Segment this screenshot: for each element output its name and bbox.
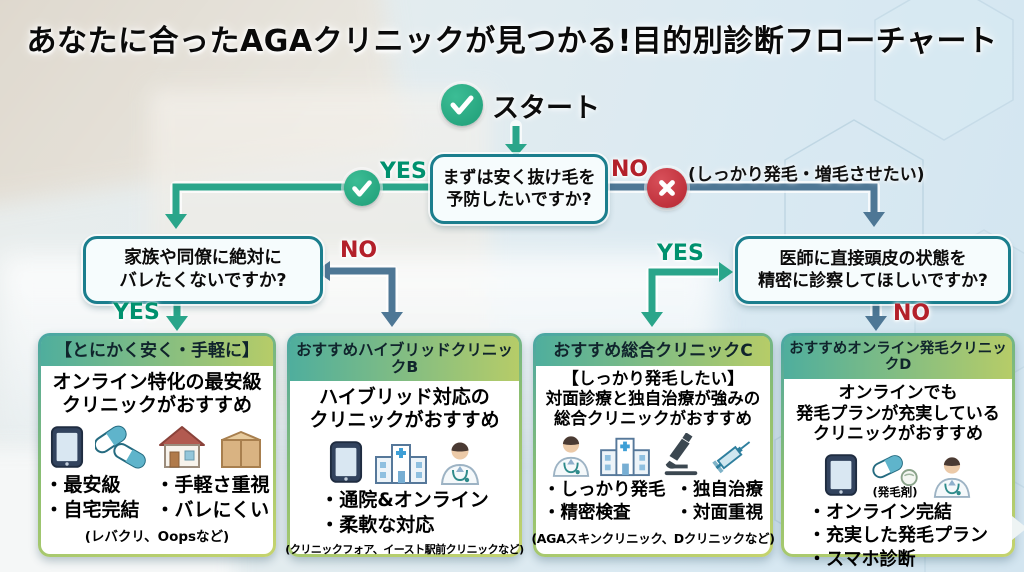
- start-node: スタート: [441, 84, 600, 126]
- no-x-icon: [647, 168, 687, 208]
- card-a-bullets: ・最安級 ・自宅完結 ・手軽さ重視 ・バレにくい: [44, 473, 269, 522]
- no-label-q1: NO: [611, 157, 649, 182]
- card-d-header: おすすめオンライン発毛クリニックD: [784, 336, 1012, 379]
- pills-icon: [94, 425, 146, 469]
- bullet-item: ・手軽さ重視: [155, 474, 270, 497]
- card-a-header: 【とにかく安く・手軽に】: [41, 336, 273, 366]
- question-box-cheap-prevention: まずは安く抜け毛を 予防したいですか?: [430, 154, 608, 224]
- card-b-footer: (クリニックフォア、イースト駅前クリニックなど): [285, 542, 524, 556]
- card-a-footer: (レバクリ、Oopsなど): [84, 529, 230, 546]
- smartphone-icon: [824, 454, 858, 496]
- bullet-item: ・独自治療: [675, 480, 764, 501]
- card-a-icons: [50, 424, 265, 470]
- arrow-yes-to-card-c: [648, 268, 718, 314]
- syringe-icon: [712, 441, 751, 474]
- bullet-item: ・オンライン完結: [808, 502, 952, 524]
- card-heading-line: クリニックがおすすめ: [61, 393, 252, 416]
- house-icon: [158, 426, 205, 469]
- bullet-item: ・最安級: [44, 474, 121, 497]
- microscope-icon: [664, 433, 698, 476]
- no-branch-annotation: (しっかり発毛・増毛させたい): [688, 165, 925, 185]
- recommendation-card-b: おすすめハイブリッドクリニックB ハイブリッド対応の クリニックがおすすめ ・通…: [285, 333, 524, 557]
- card-b-header: おすすめハイブリッドクリニックB: [290, 336, 519, 382]
- bullet-item: ・自宅完結: [44, 498, 140, 521]
- yes-check-icon: [344, 170, 380, 206]
- yes-label-q1: YES: [380, 159, 427, 184]
- bullet-item: ・精密検査: [543, 502, 631, 523]
- card-c-heading: 【しっかり発毛したい】 対面診療と独自治療が強みの 総合クリニックがおすすめ: [546, 369, 761, 429]
- card-c-footer: (AGAスキンクリニック、Dクリニックなど): [531, 530, 775, 546]
- card-d-icons: (発毛剤): [824, 452, 972, 498]
- doctor-icon: [933, 457, 971, 498]
- bullet-item: ・スマホ診断: [808, 548, 916, 570]
- start-label: スタート: [492, 92, 600, 124]
- question-line: 家族や同僚に絶対に: [124, 247, 282, 268]
- card-a-heading: オンライン特化の最安級 クリニックがおすすめ: [52, 371, 261, 417]
- card-heading-line: 発毛プランが充実している: [796, 403, 1000, 424]
- yes-label-q2: YES: [113, 300, 160, 325]
- doctor-icon: [552, 436, 590, 477]
- card-b-heading: ハイブリッド対応の クリニックがおすすめ: [309, 386, 499, 432]
- question-line: 医師に直接頭皮の状態を: [779, 248, 967, 269]
- card-heading-line: クリニックがおすすめ: [813, 424, 983, 445]
- medicine-caption: (発毛剤): [872, 484, 918, 499]
- arrow-no-to-card-b: [330, 267, 396, 314]
- question-line: 精密に診察してほしいですか?: [758, 271, 988, 291]
- smartphone-icon: [50, 426, 83, 468]
- recommendation-card-d: おすすめオンライン発毛クリニックD オンラインでも 発毛プランが充実している ク…: [781, 333, 1024, 570]
- question-line: まずは安く抜け毛を: [442, 167, 596, 188]
- card-c-icons: [551, 433, 755, 477]
- question-line: バレたくないですか?: [119, 271, 287, 291]
- card-heading-line: 対面診療と独自治療が強みの: [545, 388, 761, 408]
- recommendation-card-c: おすすめ総合クリニックC 【しっかり発毛したい】 対面診療と独自治療が強みの 総…: [531, 333, 775, 557]
- hair-growth-medicine-icon: (発毛剤): [869, 453, 921, 499]
- card-b-icons: [329, 439, 481, 486]
- arrow-no-to-q3: [602, 183, 878, 214]
- hospital-icon: [600, 437, 650, 477]
- smartphone-icon: [329, 441, 362, 484]
- card-heading-line: オンライン特化の最安級: [52, 370, 262, 393]
- recommendation-card-a: 【とにかく安く・手軽に】 オンライン特化の最安級 クリニックがおすすめ ・最安級…: [38, 333, 276, 557]
- bullet-item: ・充実した発毛プラン: [808, 525, 988, 547]
- card-d-heading: オンラインでも 発毛プランが充実している クリニックがおすすめ: [796, 383, 1000, 445]
- no-label-q3: NO: [893, 301, 931, 326]
- delivery-box-icon: [220, 431, 261, 469]
- bullet-item: ・通院&オンライン: [320, 489, 489, 512]
- page-title: あなたに合ったAGAクリニックが見つかる!目的別診断フローチャート: [26, 24, 998, 59]
- doctor-icon: [440, 442, 479, 486]
- card-heading-line: ハイブリッド対応の: [319, 386, 490, 409]
- card-c-header: おすすめ総合クリニックC: [536, 336, 770, 366]
- question-box-privacy: 家族や同僚に絶対に バレたくないですか?: [83, 236, 323, 304]
- hospital-icon: [374, 444, 427, 485]
- check-icon: [441, 84, 483, 126]
- card-tail-decoration: [1012, 516, 1024, 540]
- yes-label-q3: YES: [657, 241, 704, 266]
- bullet-item: ・対面重視: [675, 502, 764, 523]
- bullet-item: ・柔軟な対応: [320, 514, 435, 537]
- no-label-q2: NO: [340, 238, 378, 263]
- bullet-item: ・しっかり発毛: [543, 480, 666, 501]
- card-b-bullets: ・通院&オンライン ・柔軟な対応: [320, 488, 489, 537]
- card-heading-line: 総合クリニックがおすすめ: [554, 408, 752, 428]
- question-line: 予防したいですか?: [446, 190, 592, 210]
- card-heading-line: オンラインでも: [838, 382, 958, 403]
- question-box-doctor-exam: 医師に直接頭皮の状態を 精密に診察してほしいですか?: [735, 236, 1011, 304]
- card-heading-line: クリニックがおすすめ: [309, 409, 500, 432]
- card-d-bullets: ・オンライン完結 ・充実した発毛プラン ・スマホ診断: [808, 501, 988, 571]
- card-heading-line: 【しっかり発毛したい】: [562, 368, 744, 388]
- bullet-item: ・バレにくい: [155, 498, 270, 521]
- card-c-bullets: ・しっかり発毛 ・精密検査 ・独自治療 ・対面重視: [543, 479, 763, 525]
